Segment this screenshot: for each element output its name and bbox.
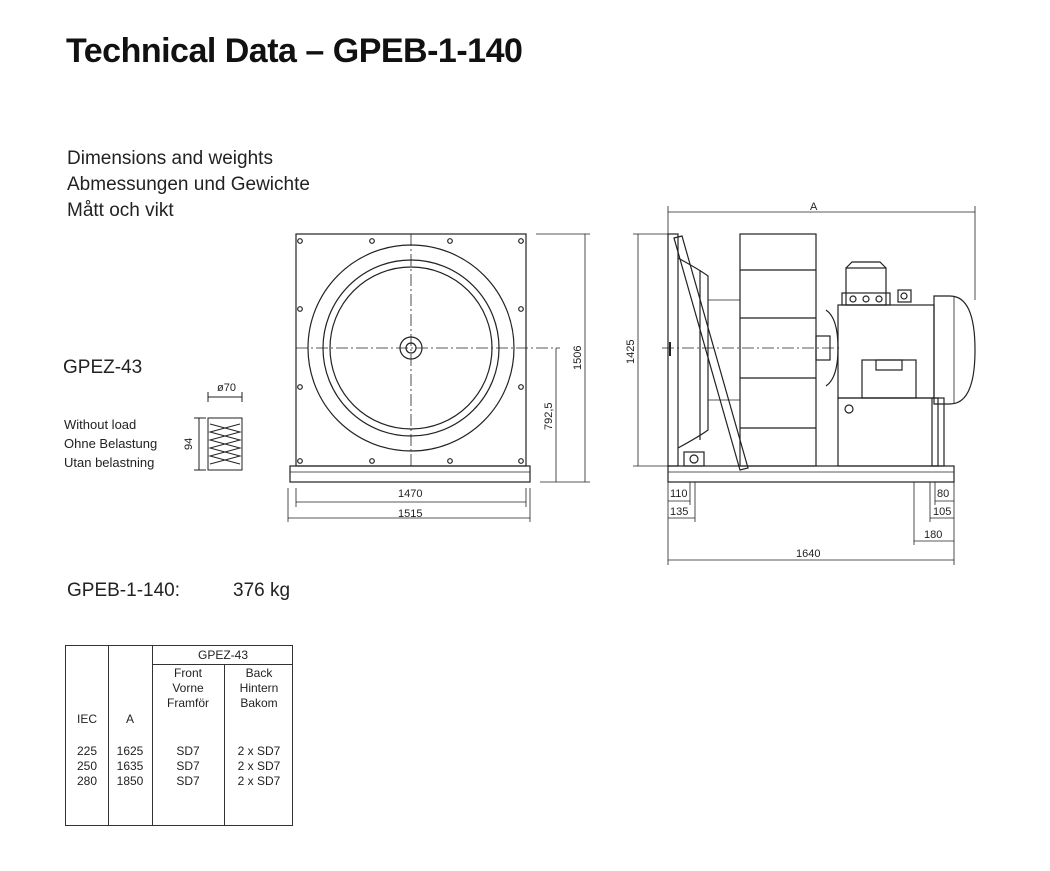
accessory-table: GPEZ-43 Front Vorne Framför Back Hintern… (65, 645, 293, 826)
table-divider (152, 664, 292, 665)
table-group-header: GPEZ-43 (197, 648, 248, 662)
front-center-height-dim: 792,5 (543, 402, 555, 430)
side-dim-80: 80 (937, 488, 949, 500)
table-cell: 280 (76, 774, 98, 788)
load-label-en: Without load (64, 417, 137, 432)
front-total-height-dim: 1506 (572, 346, 584, 370)
load-label-sv: Utan belastning (64, 455, 155, 470)
table-header-front: Front Vorne Framför (152, 666, 224, 711)
table-column-iec: 225 250 280 (66, 744, 108, 789)
table-cell: 1635 (116, 759, 144, 773)
subtitle-de: Abmessungen und Gewichte (67, 174, 310, 195)
side-dim-total: 1640 (796, 548, 820, 560)
table-cell: 2 x SD7 (237, 759, 281, 773)
weight-line: GPEB-1-140: 376 kg (67, 580, 290, 602)
table-divider (224, 664, 225, 825)
table-cell: 250 (76, 759, 98, 773)
side-dim-105: 105 (933, 506, 951, 518)
back-label-en: Back (245, 666, 273, 680)
table-cell: SD7 (176, 744, 200, 758)
table-cell: 1850 (116, 774, 144, 788)
damper-model-label: GPEZ-43 (63, 357, 143, 378)
section-subtitles: Dimensions and weights Abmessungen und G… (67, 146, 310, 224)
back-label-de: Hintern (239, 681, 279, 695)
side-dim-110: 110 (670, 488, 688, 500)
table-header-a: A (125, 712, 134, 726)
damper-drawing (194, 392, 243, 471)
subtitle-en: Dimensions and weights (67, 148, 273, 169)
front-label-sv: Framför (167, 696, 209, 710)
damper-height-dim: 94 (183, 438, 195, 450)
table-header-iec: IEC (76, 712, 97, 726)
side-height-dim: 1425 (625, 340, 637, 364)
table-header-back: Back Hintern Bakom (224, 666, 294, 711)
back-label-sv: Bakom (240, 696, 278, 710)
damper-load-labels: Without load Ohne Belastung Utan belastn… (64, 415, 157, 472)
side-dim-180: 180 (924, 529, 942, 541)
front-label-de: Vorne (172, 681, 204, 695)
table-cell: 225 (76, 744, 98, 758)
weight-model: GPEB-1-140: (67, 580, 180, 601)
front-label-en: Front (173, 666, 202, 680)
table-cell: 2 x SD7 (237, 774, 281, 788)
front-width-outer-dim: 1515 (398, 508, 422, 520)
subtitle-sv: Mått och vikt (67, 200, 174, 221)
side-dim-135: 135 (670, 506, 688, 518)
load-label-de: Ohne Belastung (64, 436, 158, 451)
front-width-inner-dim: 1470 (398, 488, 422, 500)
table-cell: 2 x SD7 (237, 744, 281, 758)
page-title: Technical Data – GPEB-1-140 (66, 32, 523, 70)
side-view-drawing (633, 206, 976, 565)
table-column-a: 1625 1635 1850 (108, 744, 152, 789)
table-cell: 1625 (116, 744, 144, 758)
weight-value: 376 kg (233, 580, 291, 601)
side-dim-a: A (810, 201, 818, 213)
front-view-drawing (287, 233, 590, 522)
table-cell: SD7 (176, 774, 200, 788)
table-column-front: SD7 SD7 SD7 (152, 744, 224, 789)
damper-diameter-dim: ø70 (217, 382, 236, 394)
table-cell: SD7 (176, 759, 200, 773)
table-divider (108, 646, 109, 825)
table-divider (152, 646, 153, 825)
table-column-back: 2 x SD7 2 x SD7 2 x SD7 (224, 744, 294, 789)
